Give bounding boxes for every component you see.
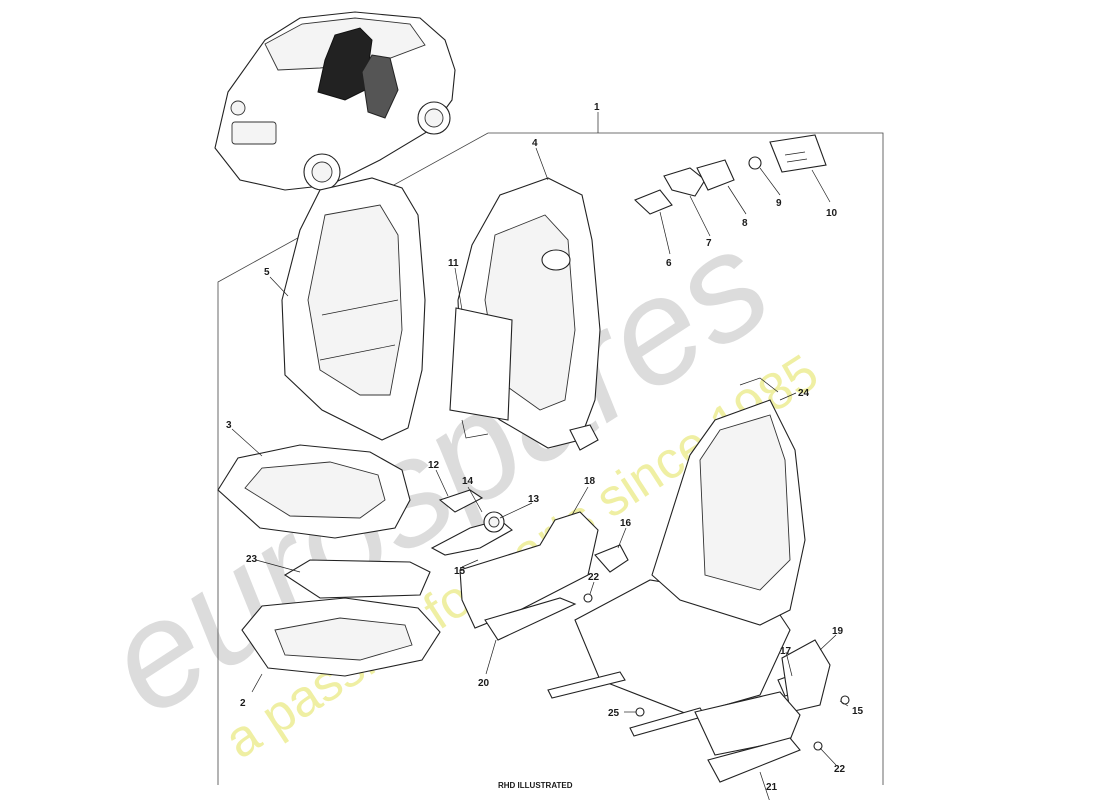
cushion-insert — [283, 559, 431, 599]
callout-15a: 15 — [454, 566, 466, 577]
seat-cushion-cover — [217, 444, 411, 539]
callout-15b: 15 — [852, 706, 864, 717]
callout-1: 1 — [594, 102, 600, 113]
diagram-frame — [217, 132, 884, 785]
recline-lever-trim — [430, 489, 513, 556]
callout-labels: 1 2 3 4 5 6 7 8 9 10 11 12 13 14 15 15 1… — [226, 102, 864, 793]
callout-22a: 22 — [588, 572, 600, 583]
callout-23: 23 — [246, 554, 258, 565]
side-shield-inner — [459, 511, 599, 629]
callout-13: 13 — [528, 494, 540, 505]
lower-trim-inner — [484, 597, 577, 641]
callout-14: 14 — [462, 476, 474, 487]
callout-10: 10 — [826, 208, 838, 219]
callout-19: 19 — [832, 626, 844, 637]
bracket — [594, 544, 629, 573]
callout-24: 24 — [798, 388, 810, 399]
leader-lines — [231, 112, 849, 800]
callout-8: 8 — [742, 218, 748, 229]
callout-9: 9 — [776, 198, 782, 209]
diagram-caption: RHD ILLUSTRATED — [498, 781, 573, 790]
callout-5: 5 — [264, 267, 270, 278]
callout-6: 6 — [666, 258, 672, 269]
callout-7: 7 — [706, 238, 712, 249]
seat-cushion-foam — [241, 597, 441, 677]
seat-back-cover — [281, 177, 426, 441]
car-thumbnail — [214, 11, 456, 191]
callout-12: 12 — [428, 460, 440, 471]
callout-22b: 22 — [834, 764, 846, 775]
seat-back-panel — [449, 307, 513, 439]
callout-4: 4 — [532, 138, 538, 149]
seat-frame — [547, 377, 806, 737]
callout-20: 20 — [478, 678, 490, 689]
callout-21: 21 — [766, 782, 778, 793]
callout-2: 2 — [240, 698, 246, 709]
callout-18: 18 — [584, 476, 596, 487]
callout-11: 11 — [448, 258, 459, 269]
outer-side-trim — [694, 639, 831, 783]
hinge-cover-parts — [633, 134, 827, 215]
callout-17: 17 — [780, 646, 792, 657]
callout-16: 16 — [620, 518, 632, 529]
callout-3: 3 — [226, 420, 232, 431]
callout-25: 25 — [608, 708, 620, 719]
